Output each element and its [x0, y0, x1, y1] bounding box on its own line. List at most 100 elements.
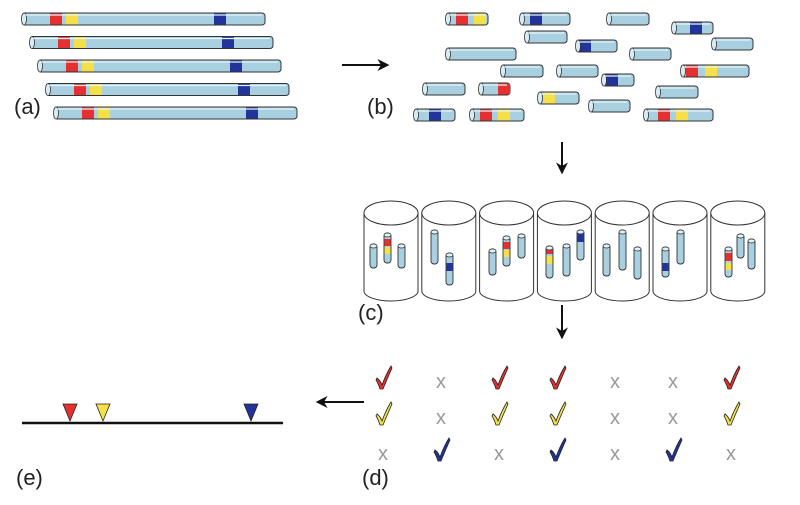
- chromosome: [29, 36, 274, 49]
- label-e: (e): [16, 465, 43, 490]
- blue-marker-present-check: [665, 437, 683, 462]
- dna-fragment: [519, 12, 571, 26]
- yellow-marker-band: [82, 60, 94, 72]
- dna-fragment: [556, 64, 599, 78]
- hybrid-clone-cylinder: [652, 200, 708, 302]
- hybrid-clone-cylinder: [536, 200, 592, 302]
- dna-fragment: [430, 229, 439, 265]
- dna-fragment: [502, 235, 511, 267]
- panel-e-map: [22, 403, 283, 425]
- red-marker-band: [658, 109, 670, 121]
- yellow-marker-present-check: [549, 401, 567, 426]
- red-marker-band: [503, 242, 510, 249]
- yellow-marker-absent-x: x: [436, 407, 446, 429]
- yellow-marker-band: [546, 256, 553, 264]
- dna-fragment: [445, 252, 454, 286]
- blue-marker-band: [429, 109, 441, 121]
- label-d: (d): [362, 465, 389, 490]
- panel-b-fragments: [413, 12, 754, 122]
- hybrid-clone-cylinder: [421, 200, 477, 302]
- red-marker-band: [384, 239, 391, 246]
- panel-c-hybrid-clones: [363, 200, 766, 302]
- dna-fragment: [524, 30, 568, 44]
- yellow-marker-band: [705, 65, 717, 77]
- dna-fragment: [445, 12, 489, 26]
- red-marker-absent-x: x: [436, 371, 446, 393]
- blue-marker-band: [662, 263, 669, 271]
- dna-fragment: [618, 229, 627, 271]
- dna-fragment: [606, 12, 650, 26]
- chromosome: [45, 83, 290, 96]
- dna-fragment: [478, 82, 511, 96]
- yellow-marker-band: [384, 247, 391, 254]
- hybrid-clone-cylinder: [710, 200, 766, 302]
- yellow-marker-band: [498, 109, 510, 121]
- red-marker-band: [58, 37, 70, 48]
- blue-marker-band: [230, 60, 242, 72]
- hybrid-clone-cylinder: [594, 200, 650, 302]
- blue-marker-absent-x: x: [610, 443, 620, 465]
- dna-fragment: [469, 108, 525, 122]
- dna-fragment: [422, 82, 466, 96]
- red-marker-absent-x: x: [668, 371, 678, 393]
- dna-fragment: [413, 108, 456, 122]
- red-marker-present-check: [375, 365, 393, 390]
- red-marker-band: [82, 107, 94, 119]
- dna-fragment: [383, 232, 392, 264]
- blue-marker-band: [690, 22, 702, 34]
- dna-fragment: [500, 64, 544, 78]
- blue-marker-band: [246, 107, 258, 119]
- dna-fragment: [445, 47, 517, 61]
- dna-fragment: [517, 233, 526, 259]
- dna-fragment: [676, 229, 685, 265]
- red-marker-absent-x: x: [610, 371, 620, 393]
- red-marker-band: [686, 65, 698, 77]
- blue-marker-band: [530, 13, 542, 25]
- dna-fragment: [633, 246, 642, 280]
- blue-marker-band: [222, 37, 234, 48]
- blue-marker-absent-x: x: [494, 443, 504, 465]
- chromosome: [37, 59, 282, 73]
- dna-fragment: [629, 47, 672, 61]
- blue-marker-band: [238, 84, 250, 95]
- dna-fragment: [397, 243, 406, 269]
- red-marker-band: [74, 84, 86, 95]
- dna-fragment: [369, 243, 378, 269]
- dna-fragment: [601, 73, 635, 87]
- dna-fragment: [747, 238, 756, 270]
- blue-marker-band: [577, 232, 584, 242]
- blue-marker-present-check: [549, 437, 567, 462]
- hybrid-clone-cylinder: [479, 200, 535, 302]
- red-marker-band: [725, 253, 732, 261]
- red-marker-band: [456, 13, 468, 25]
- dna-fragment: [588, 99, 631, 113]
- hybrid-clone-cylinder: [363, 200, 419, 302]
- dna-fragment: [724, 246, 733, 278]
- yellow-marker-band: [74, 37, 86, 48]
- dna-fragment: [537, 91, 580, 105]
- dna-fragment: [545, 245, 554, 279]
- label-b: (b): [367, 94, 394, 119]
- dna-fragment: [661, 246, 670, 278]
- dna-fragment: [671, 21, 714, 35]
- yellow-marker-band: [676, 109, 688, 121]
- dna-fragment: [602, 243, 611, 277]
- label-c: (c): [358, 300, 384, 325]
- blue-marker-band: [214, 13, 226, 25]
- blue-marker-band: [579, 40, 591, 52]
- yellow-marker-band: [66, 13, 78, 25]
- blue-marker-absent-x: x: [378, 443, 388, 465]
- yellow-marker-band: [725, 263, 732, 270]
- panel-a-chromosomes: [21, 12, 298, 120]
- red-marker-band: [498, 83, 510, 95]
- dna-fragment: [562, 243, 571, 277]
- red-marker-band: [66, 60, 78, 72]
- blue-marker-position: [243, 403, 259, 423]
- yellow-marker-present-check: [375, 401, 393, 426]
- red-marker-present-check: [491, 365, 509, 390]
- yellow-marker-present-check: [491, 401, 509, 426]
- blue-marker-band: [446, 263, 453, 271]
- yellow-marker-band: [503, 250, 510, 257]
